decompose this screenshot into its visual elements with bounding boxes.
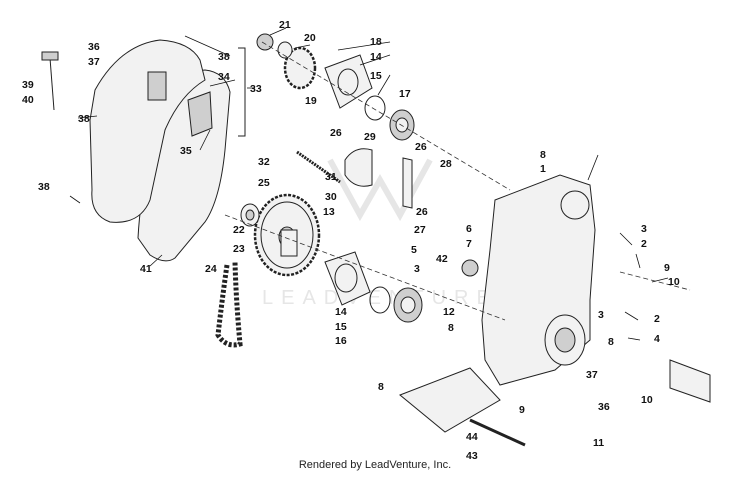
callout-2-top: 2 <box>641 238 647 250</box>
centerline <box>224 214 506 321</box>
callout-9-bottom: 9 <box>519 404 525 416</box>
nut <box>256 33 274 51</box>
callout-8-mid: 8 <box>448 322 454 334</box>
callout-44: 44 <box>466 431 478 443</box>
housing-upper-boss <box>560 190 590 220</box>
callout-20: 20 <box>304 32 316 44</box>
tensioner-roller <box>344 148 373 187</box>
jackshaft-spline <box>669 359 711 403</box>
callout-34: 34 <box>218 71 230 83</box>
cover-latch <box>147 71 167 101</box>
callout-38-top: 38 <box>218 51 230 63</box>
centerline <box>261 41 511 191</box>
callout-18: 18 <box>370 36 382 48</box>
tensioner-arm <box>402 157 413 209</box>
callout-9-right: 9 <box>664 262 670 274</box>
callout-8-bottom: 8 <box>378 381 384 393</box>
callout-28: 28 <box>440 158 452 170</box>
footer-credit: Rendered by LeadVenture, Inc. <box>298 459 452 471</box>
callout-40: 40 <box>22 94 34 106</box>
callout-31: 31 <box>325 171 337 183</box>
callout-41: 41 <box>140 263 152 275</box>
callout-42: 42 <box>436 253 448 265</box>
callout-26-b: 26 <box>415 141 427 153</box>
callout-10-bottom: 10 <box>641 394 653 406</box>
callout-43: 43 <box>466 450 478 462</box>
callout-16: 16 <box>335 335 347 347</box>
callout-33: 33 <box>250 83 262 95</box>
callout-7: 7 <box>466 238 472 250</box>
tensioner-spring <box>296 150 341 184</box>
callout-26-c: 26 <box>416 206 428 218</box>
drive-chain <box>215 261 243 348</box>
callout-2-bottom: 2 <box>654 313 660 325</box>
callout-1: 1 <box>540 163 546 175</box>
callout-bracket <box>238 47 246 137</box>
callout-38-mid: 38 <box>78 113 90 125</box>
guard-plate <box>399 367 501 433</box>
callout-12: 12 <box>443 306 455 318</box>
washer <box>277 41 293 59</box>
bearing-race <box>395 117 409 133</box>
callout-15-top: 15 <box>370 70 382 82</box>
fill-plug <box>461 259 479 277</box>
callout-17: 17 <box>399 88 411 100</box>
callout-3-right-bottom: 3 <box>598 309 604 321</box>
callout-22: 22 <box>233 224 245 236</box>
upper-sprocket <box>283 46 317 90</box>
callout-8-top: 8 <box>540 149 546 161</box>
callout-6: 6 <box>466 223 472 235</box>
driven-sprocket <box>253 193 321 277</box>
callout-36-right: 36 <box>598 401 610 413</box>
o-ring-upper <box>364 95 386 121</box>
callout-38-bottom: 38 <box>38 181 50 193</box>
callout-37-right: 37 <box>586 369 598 381</box>
callout-24: 24 <box>205 263 217 275</box>
leader-lines <box>69 27 669 341</box>
callout-14-top: 14 <box>370 51 382 63</box>
callout-3-right-top: 3 <box>641 223 647 235</box>
housing-bore <box>554 327 576 353</box>
dipstick <box>41 51 59 111</box>
callout-37-left: 37 <box>88 56 100 68</box>
callout-13: 13 <box>323 206 335 218</box>
callout-27: 27 <box>414 224 426 236</box>
callout-11: 11 <box>593 437 604 449</box>
callout-39: 39 <box>22 79 34 91</box>
washer-hole <box>245 209 255 221</box>
callout-15-bottom: 15 <box>335 321 347 333</box>
callout-labels: 21 20 18 14 15 17 19 36 37 38 34 33 39 4… <box>22 19 680 462</box>
callout-25: 25 <box>258 177 270 189</box>
callout-23: 23 <box>233 243 245 255</box>
callout-8-right: 8 <box>608 336 614 348</box>
cover-plate <box>187 91 213 137</box>
callout-26-a: 26 <box>330 127 342 139</box>
plate-bore <box>337 68 359 96</box>
o-ring-lower <box>369 286 391 314</box>
callout-3-mid: 3 <box>414 263 420 275</box>
callout-29: 29 <box>364 131 376 143</box>
callout-4: 4 <box>654 333 660 345</box>
callout-32: 32 <box>258 156 270 168</box>
watermark-text: LEADVENTURE <box>262 287 498 309</box>
callout-36-left: 36 <box>88 41 100 53</box>
callout-5: 5 <box>411 244 417 256</box>
chain-case-housing <box>89 39 206 223</box>
plate-bore <box>334 263 358 293</box>
callout-21: 21 <box>279 19 291 31</box>
callout-10-top: 10 <box>668 276 680 288</box>
callout-14-bottom: 14 <box>335 306 347 318</box>
callout-30: 30 <box>325 191 337 203</box>
callout-35: 35 <box>180 145 192 157</box>
callout-19: 19 <box>305 95 317 107</box>
bearing-race <box>400 296 416 314</box>
long-bolt <box>469 418 526 447</box>
